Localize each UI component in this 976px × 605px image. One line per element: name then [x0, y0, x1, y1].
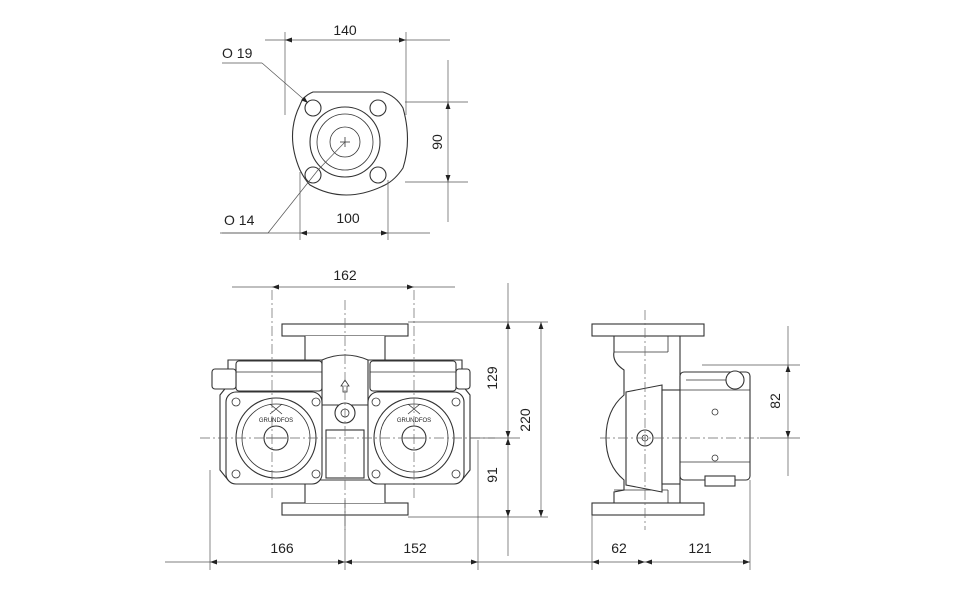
- dim-front-lower-height: 91: [484, 467, 500, 483]
- side-motor-foot: [704, 475, 736, 487]
- dim-hole-small: O 14: [224, 212, 255, 228]
- left-brand-logo: GRUNDFOS: [259, 418, 293, 424]
- flow-arrow-icon: [340, 379, 350, 393]
- side-view-pump: [591, 310, 800, 570]
- right-terminal-box: [455, 368, 471, 390]
- dim-side-right-width: 121: [688, 540, 712, 556]
- right-logo-icon: [407, 403, 421, 415]
- dim-top-width: 140: [333, 22, 357, 38]
- dim-top-height: 90: [429, 134, 445, 150]
- flange-ring-inner: [316, 113, 374, 171]
- dim-front-left-width: 166: [270, 540, 294, 556]
- dim-front-center-span: 162: [333, 267, 357, 283]
- dim-hole-large: O 19: [222, 45, 253, 61]
- flange-bore: [329, 126, 361, 158]
- left-motor-top: [235, 360, 323, 392]
- top-view-flange: [220, 32, 468, 240]
- bolt-hole-top-left: [304, 99, 322, 117]
- front-view-twin-pump: GRUNDFOS GRUNDFOS: [165, 283, 592, 570]
- dim-front-upper-height: 129: [484, 366, 500, 390]
- dim-side-motor-height: 82: [767, 393, 783, 409]
- side-top-flange: [591, 323, 705, 337]
- bolt-hole-top-right: [369, 99, 387, 117]
- side-bottom-flange: [591, 502, 705, 516]
- dim-front-total-height: 220: [517, 408, 533, 432]
- left-terminal-box: [211, 368, 237, 390]
- side-motor-cap: [725, 370, 745, 390]
- dim-front-right-width: 152: [403, 540, 427, 556]
- side-head-plate: [661, 389, 681, 485]
- dim-top-bolt-spacing: 100: [336, 210, 360, 226]
- bolt-hole-bottom-right: [369, 166, 387, 184]
- right-motor-top: [369, 360, 457, 392]
- dim-side-left-width: 62: [611, 540, 627, 556]
